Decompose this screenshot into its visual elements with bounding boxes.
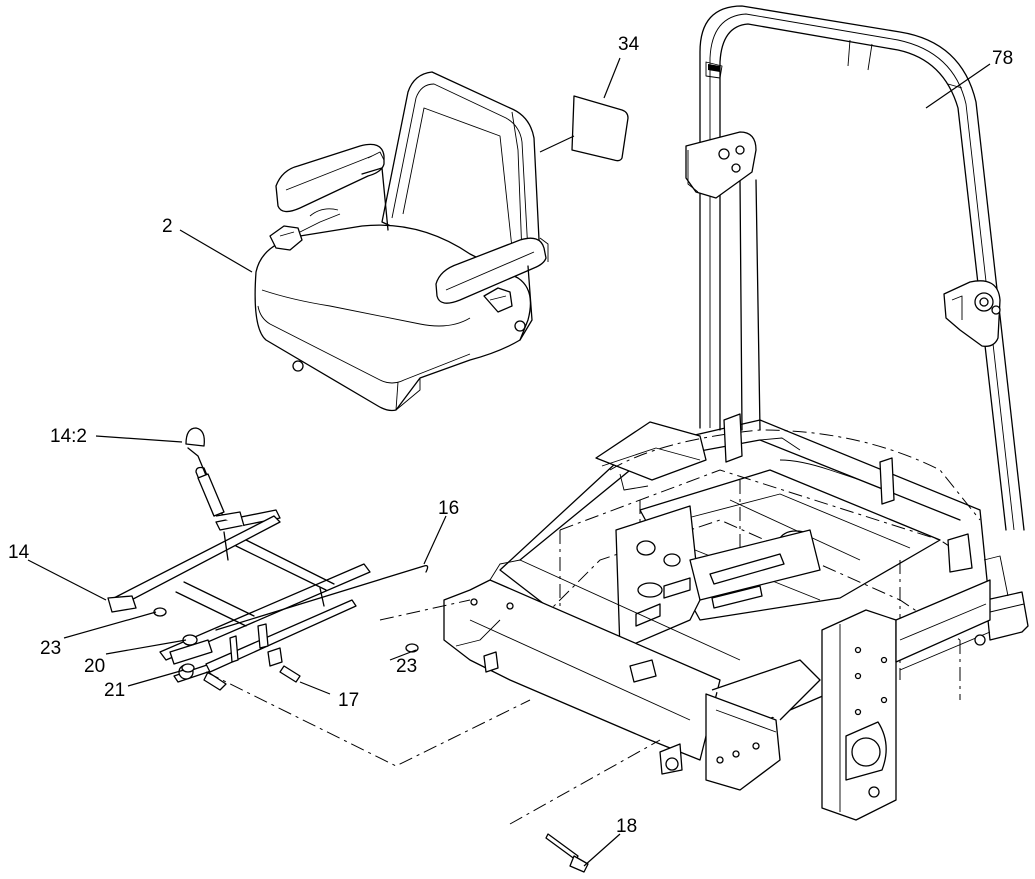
decal: [571, 95, 629, 162]
callout-23-left: 23: [40, 638, 61, 659]
callout-21: 21: [104, 680, 125, 701]
mower-frame: [443, 413, 991, 821]
seat-assembly: [254, 71, 549, 412]
seat-rail-assembly: [107, 427, 429, 691]
callout-labels: 34 78 2 14:2 16 14 23 20 21 23 17 18: [8, 34, 1013, 837]
alignment-lines: [205, 599, 661, 825]
callout-2: 2: [162, 216, 173, 237]
callout-23-right: 23: [396, 656, 417, 677]
mounting-bolt: [545, 833, 589, 873]
leader-lines: [27, 57, 991, 867]
rollover-bar: [685, 5, 1029, 641]
callout-16: 16: [438, 498, 459, 519]
callout-18: 18: [616, 816, 637, 837]
callout-34: 34: [618, 34, 640, 55]
callout-14: 14: [8, 542, 30, 563]
callout-20: 20: [84, 656, 105, 677]
callout-78: 78: [992, 48, 1013, 69]
callout-14-2: 14:2: [50, 426, 87, 447]
callout-17: 17: [338, 690, 359, 711]
